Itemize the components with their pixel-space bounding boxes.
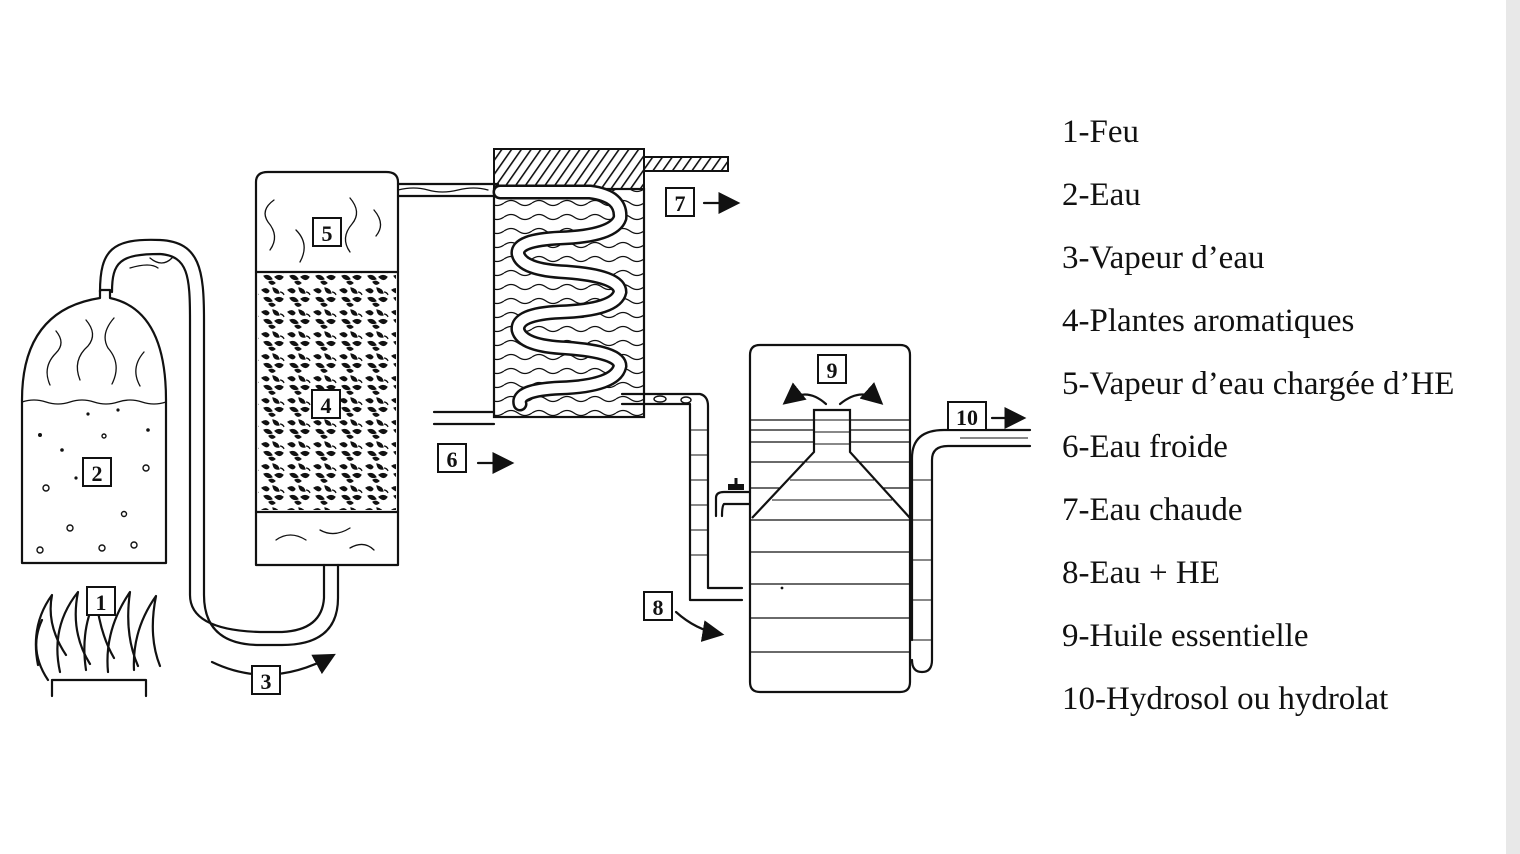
marker-7: 7 xyxy=(665,187,695,217)
marker-4: 4 xyxy=(311,389,341,419)
svg-text:4: 4 xyxy=(321,393,332,418)
svg-text:9: 9 xyxy=(827,358,838,383)
svg-text:2: 2 xyxy=(92,461,103,486)
svg-text:1: 1 xyxy=(96,590,107,615)
svg-text:5: 5 xyxy=(322,221,333,246)
marker-9: 9 xyxy=(817,354,847,384)
condenser-coil xyxy=(492,184,628,412)
vapour-pipe xyxy=(396,182,500,198)
distillate-pipe xyxy=(620,392,744,642)
svg-text:7: 7 xyxy=(675,191,686,216)
svg-text:3: 3 xyxy=(261,669,272,694)
water-boiler xyxy=(20,288,168,565)
legend-item: 6-Eau froide xyxy=(1062,429,1228,465)
legend-item: 5-Vapeur d’eau chargée d’HE xyxy=(1062,366,1455,402)
svg-text:6: 6 xyxy=(447,447,458,472)
page-edge-shadow xyxy=(1506,0,1520,854)
legend-item: 3-Vapeur d’eau xyxy=(1062,240,1265,276)
marker-8: 8 xyxy=(643,591,673,621)
legend: 1-Feu 2-Eau 3-Vapeur d’eau 4-Plantes aro… xyxy=(1062,108,1512,738)
svg-text:10: 10 xyxy=(956,405,978,430)
legend-item: 9-Huile essentielle xyxy=(1062,618,1309,654)
marker-10: 10 xyxy=(947,401,987,431)
marker-6: 6 xyxy=(437,443,467,473)
tap-icon xyxy=(714,478,752,518)
legend-item: 7-Eau chaude xyxy=(1062,492,1243,528)
marker-5: 5 xyxy=(312,217,342,247)
separator xyxy=(714,343,912,694)
legend-item: 8-Eau + HE xyxy=(1062,555,1220,591)
marker-3: 3 xyxy=(251,665,281,695)
marker-1: 1 xyxy=(86,586,116,616)
svg-text:8: 8 xyxy=(653,595,664,620)
legend-item: 1-Feu xyxy=(1062,114,1139,150)
legend-item: 10-Hydrosol ou hydrolat xyxy=(1062,681,1389,717)
hydrosol-outlet xyxy=(910,407,1032,674)
condenser xyxy=(432,148,741,474)
bubbles xyxy=(36,433,150,554)
legend-item: 4-Plantes aromatiques xyxy=(1062,303,1355,339)
fire xyxy=(34,590,162,698)
marker-2: 2 xyxy=(82,457,112,487)
legend-item: 2-Eau xyxy=(1062,177,1141,213)
